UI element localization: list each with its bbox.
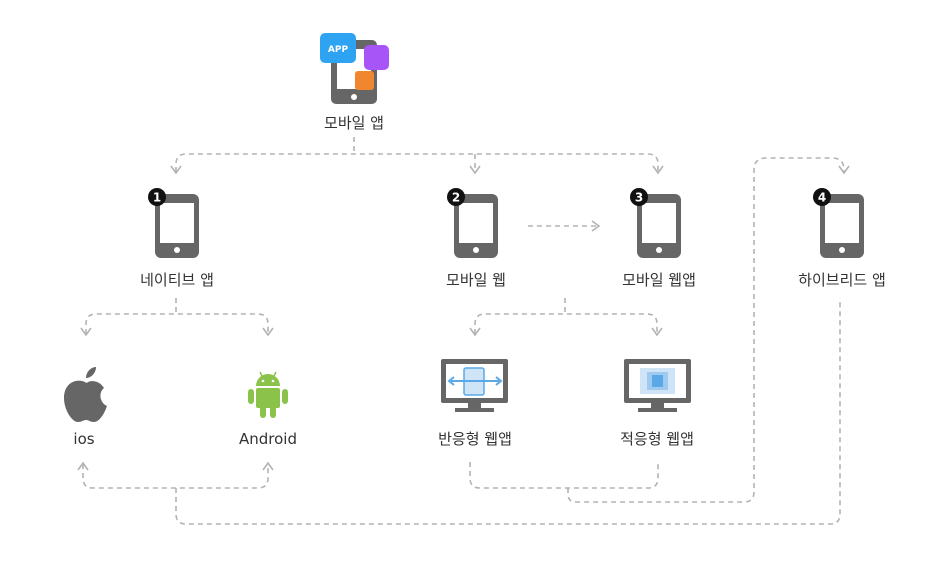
arrowhead-3 xyxy=(652,165,664,175)
adaptive-label: 적응형 웹앱 xyxy=(620,430,694,448)
arrowhead-2 xyxy=(469,165,481,175)
mobile-apps-icon: APP xyxy=(320,33,389,104)
hybrid-label: 하이브리드 앱 xyxy=(798,271,886,289)
arrowhead-2-to-3 xyxy=(591,220,601,232)
node-adaptive: 적응형 웹앱 xyxy=(620,359,694,448)
arrowhead-1 xyxy=(170,165,182,175)
number-badge-1 xyxy=(148,188,166,206)
node-mobile-webapp: 3 모바일 웹앱 xyxy=(622,188,696,289)
arrowhead-ios xyxy=(80,327,92,337)
arrowhead-4 xyxy=(838,165,850,175)
smartphone-icon xyxy=(637,194,681,258)
connector-root-branch xyxy=(175,153,659,172)
android-label: Android xyxy=(239,430,297,448)
arrowhead-responsive xyxy=(469,327,481,337)
node-native: 1 네이티브 앱 xyxy=(140,188,214,289)
number-4: 4 xyxy=(818,191,826,205)
smartphone-icon xyxy=(820,194,864,258)
root-node: APP 모바일 앱 xyxy=(320,33,389,132)
number-badge-4 xyxy=(813,188,831,206)
connector-web-loop xyxy=(469,462,659,489)
connector-native-branch xyxy=(85,313,269,334)
smartphone-icon xyxy=(155,194,199,258)
smartphone-icon xyxy=(454,194,498,258)
responsive-monitor-icon xyxy=(441,359,508,412)
root-label: 모바일 앱 xyxy=(324,114,384,132)
connectors xyxy=(77,137,850,525)
arrowhead-android-up xyxy=(262,461,274,471)
node-hybrid: 4 하이브리드 앱 xyxy=(798,188,886,289)
apple-icon xyxy=(64,367,107,422)
number-badge-2 xyxy=(447,188,465,206)
connector-to-hybrid xyxy=(567,157,845,503)
app-badge-text: APP xyxy=(328,45,349,55)
node-ios: ios xyxy=(64,367,107,448)
number-2: 2 xyxy=(452,191,460,205)
node-responsive: 반응형 웹앱 xyxy=(438,359,512,448)
arrowhead-ios-up xyxy=(77,461,89,471)
number-badge-3 xyxy=(630,188,648,206)
connector-webapp-branch xyxy=(474,313,658,334)
android-icon xyxy=(248,371,288,418)
arrowhead-adaptive xyxy=(651,327,663,337)
connector-ios-android-loop xyxy=(82,464,269,489)
ios-label: ios xyxy=(73,430,94,448)
node-mobile-web: 2 모바일 웹 xyxy=(446,188,506,289)
number-1: 1 xyxy=(153,191,161,205)
node-android: Android xyxy=(239,371,297,448)
connector-hybrid-loop xyxy=(175,298,841,525)
number-3: 3 xyxy=(635,191,643,205)
arrowhead-android xyxy=(262,327,274,337)
mobile-web-label: 모바일 웹 xyxy=(446,271,506,289)
mobile-webapp-label: 모바일 웹앱 xyxy=(622,271,696,289)
responsive-label: 반응형 웹앱 xyxy=(438,430,512,448)
native-label: 네이티브 앱 xyxy=(140,271,214,289)
adaptive-monitor-icon xyxy=(624,359,691,412)
